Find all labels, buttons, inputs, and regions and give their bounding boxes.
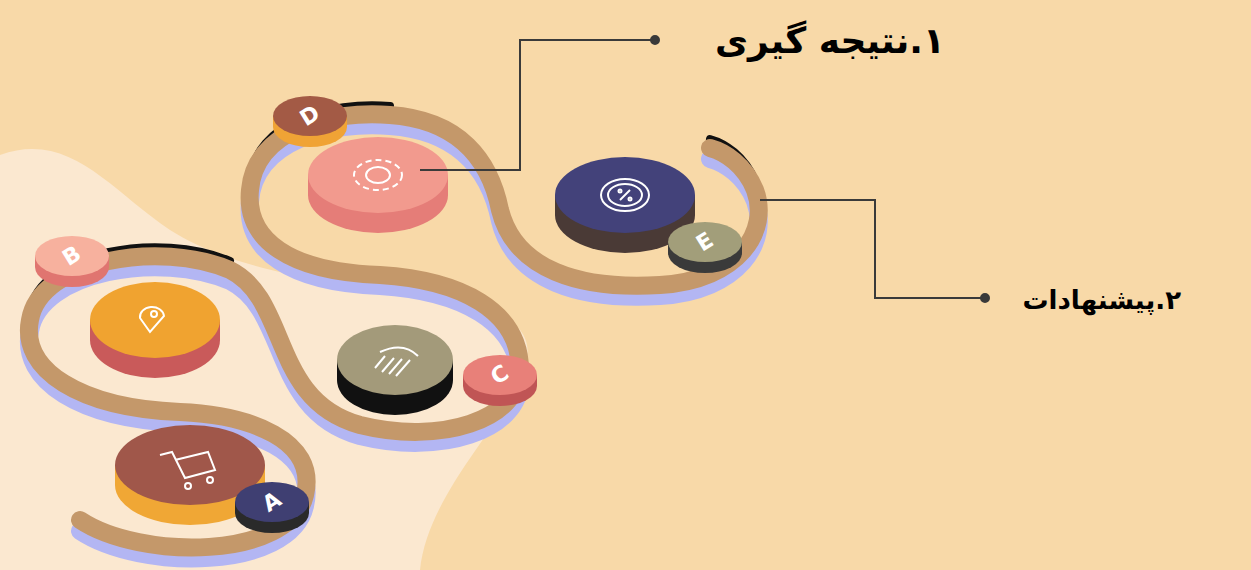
letter-badge: C — [462, 355, 538, 407]
serpentine-band — [29, 105, 759, 558]
section-label: ۱.نتیجه گیری — [715, 20, 945, 61]
letter-badge: A — [234, 482, 310, 534]
disc-gear — [308, 137, 448, 233]
letter-badge: D — [272, 96, 348, 148]
letter-badge: B — [34, 236, 110, 288]
leader-line — [420, 36, 989, 302]
disc-c — [337, 325, 453, 415]
letter-badge: E — [667, 222, 743, 274]
background-blob — [0, 149, 528, 570]
section-label: ۲.پیشنهادات — [1022, 285, 1181, 315]
disc-b — [90, 282, 220, 378]
